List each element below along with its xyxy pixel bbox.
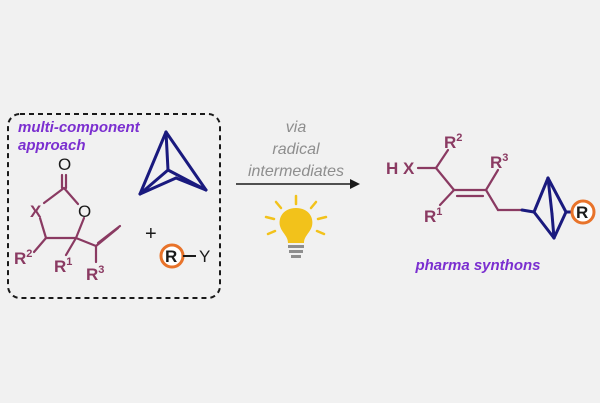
product-caption: pharma synthons bbox=[414, 257, 540, 274]
propellane-molecule bbox=[138, 130, 208, 196]
product-hx-label: H X bbox=[386, 159, 415, 178]
cyclic-carbamate-molecule bbox=[32, 173, 122, 264]
reactant-r2-label: R2 bbox=[14, 248, 32, 268]
lightbulb-icon bbox=[264, 194, 328, 258]
condition-line-1: via bbox=[286, 119, 307, 136]
product-bcp-molecule bbox=[520, 176, 575, 240]
reagent-y-label: Y bbox=[199, 247, 210, 266]
product-skeleton bbox=[416, 148, 524, 212]
product-r-circle bbox=[570, 199, 596, 225]
reactants-box bbox=[7, 113, 221, 299]
product-r1-label: R1 bbox=[424, 206, 442, 226]
ring-oxygen-label: O bbox=[78, 202, 91, 221]
plus-sign: + bbox=[145, 223, 157, 245]
carbonyl-oxygen-label: O bbox=[58, 155, 71, 174]
reactant-r1-label: R1 bbox=[54, 256, 72, 276]
reactant-r3-label: R3 bbox=[86, 264, 104, 284]
product-r2-label: R2 bbox=[444, 132, 462, 152]
product-r3-label: R3 bbox=[490, 152, 508, 172]
approach-heading-line2: approach bbox=[18, 137, 86, 154]
reagent-r-label: R bbox=[165, 247, 177, 266]
ring-x-label: X bbox=[30, 202, 42, 221]
approach-heading-line1: multi-component bbox=[18, 119, 141, 136]
product-r-label: R bbox=[576, 203, 588, 222]
condition-line-3: intermediates bbox=[248, 163, 344, 180]
reaction-arrow bbox=[236, 179, 360, 189]
condition-line-2: radical bbox=[272, 141, 320, 158]
